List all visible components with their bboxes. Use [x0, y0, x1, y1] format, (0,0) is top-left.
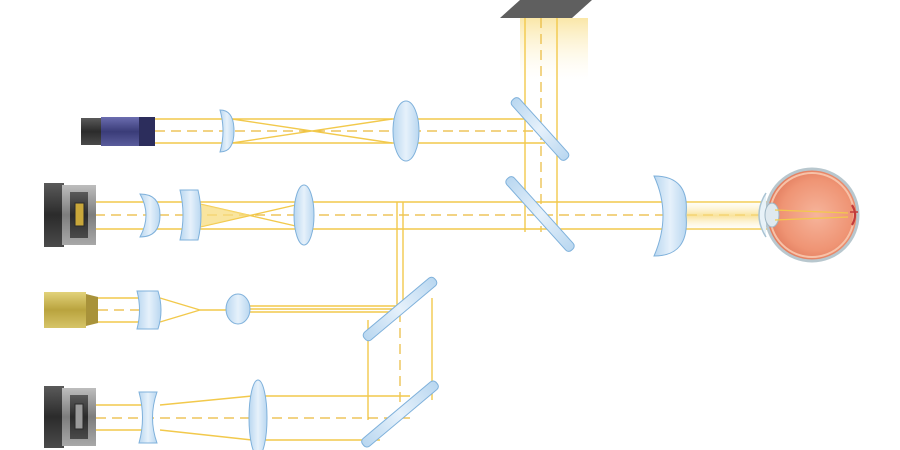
eye-beam-glow: [680, 200, 770, 231]
fold-mirror-beam-glow: [520, 18, 588, 80]
vertical-path: [396, 202, 404, 305]
light-source-icon: [44, 292, 98, 328]
laser-path: [155, 118, 545, 144]
lens-cam1-doublet: [179, 189, 202, 241]
lens-top-2: [392, 100, 420, 162]
fold-mirror-icon: [500, 0, 592, 18]
eye-icon: [758, 167, 860, 263]
light-source-path: [98, 297, 400, 323]
optics: [136, 97, 687, 450]
laser-source-icon: [81, 117, 155, 146]
lens-source-1: [136, 290, 162, 330]
lens-source-ball: [225, 293, 251, 325]
mirror-lower: [361, 380, 439, 448]
lens-cam2-relay: [248, 379, 268, 450]
focus-cone: [200, 204, 250, 227]
camera-1-icon: [44, 183, 96, 247]
lens-cam2-negative: [138, 391, 158, 444]
beam-splitter-main: [505, 176, 575, 252]
beam-splitter-lower: [362, 276, 438, 342]
lens-top-1: [219, 109, 235, 153]
lens-main-relay: [293, 184, 315, 246]
beam-splitter-upper: [510, 97, 570, 161]
camera-2-icon: [44, 386, 96, 448]
lens-cam1-meniscus: [139, 193, 161, 238]
objective-lens: [653, 175, 687, 257]
light-paths: [95, 18, 841, 441]
